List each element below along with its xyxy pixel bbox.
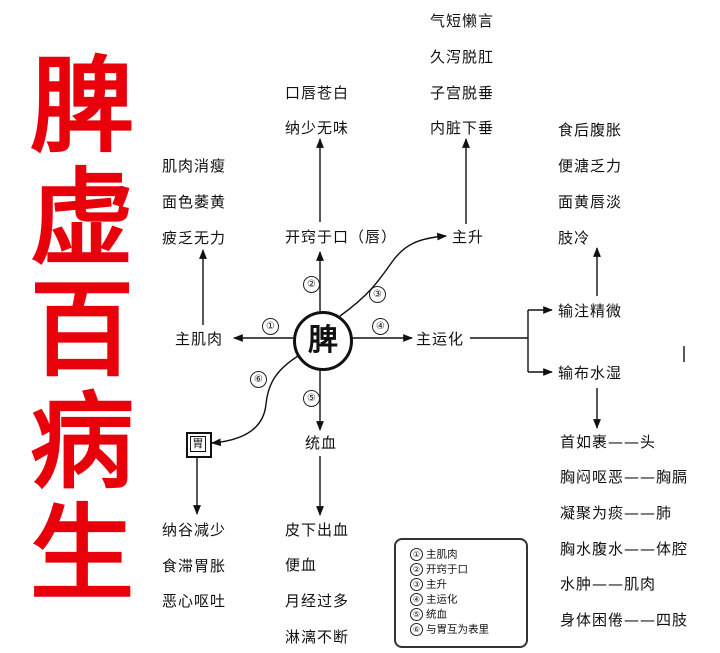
effect-shuishi-2: 胸闷呕恶——胸膈 bbox=[560, 468, 689, 486]
label-tongxue: 统血 bbox=[305, 434, 338, 452]
title-char-5: 生 bbox=[29, 493, 134, 615]
label-kaiqiao: 开窍于口（唇） bbox=[285, 228, 398, 246]
legend-num-3: ③ bbox=[410, 578, 423, 591]
title-char-1: 脾 bbox=[29, 45, 134, 167]
num-2: ② bbox=[303, 276, 320, 293]
effect-jirou-1: 肌肉消瘦 bbox=[162, 157, 227, 175]
effect-jingwei-2: 便溏乏力 bbox=[558, 157, 623, 175]
label-zhujirou: 主肌肉 bbox=[175, 330, 224, 348]
effect-jingwei-4: 肢冷 bbox=[558, 229, 591, 247]
title-char-3: 百 bbox=[29, 269, 134, 391]
effect-xue-3: 月经过多 bbox=[285, 592, 350, 610]
effect-shuishi-4: 胸水腹水——体腔 bbox=[560, 540, 689, 558]
effect-sheng-4: 内脏下垂 bbox=[430, 119, 495, 137]
num-3: ③ bbox=[369, 286, 386, 303]
num-5: ⑤ bbox=[303, 390, 320, 407]
effect-jingwei-1: 食后腹胀 bbox=[558, 121, 623, 139]
effect-xue-1: 皮下出血 bbox=[285, 521, 350, 539]
effect-sheng-1: 气短懒言 bbox=[430, 12, 495, 30]
label-shubu: 输布水湿 bbox=[558, 364, 623, 382]
effect-wei-1: 纳谷减少 bbox=[162, 521, 227, 539]
legend-num-5: ⑤ bbox=[410, 608, 423, 621]
legend-text-1: 主肌肉 bbox=[426, 548, 458, 561]
label-yunhua: 主运化 bbox=[416, 330, 465, 348]
legend-text-4: 主运化 bbox=[426, 593, 458, 606]
legend-num-6: ⑥ bbox=[410, 623, 423, 636]
legend-text-5: 统血 bbox=[426, 608, 447, 621]
num-4: ④ bbox=[372, 318, 389, 335]
title-char-4: 病 bbox=[29, 381, 134, 503]
effect-shuishi-5: 水肿——肌肉 bbox=[560, 575, 657, 593]
effect-kou-1: 口唇苍白 bbox=[285, 84, 350, 102]
spleen-node: 脾 bbox=[293, 311, 353, 371]
effect-jingwei-3: 面黄唇淡 bbox=[558, 193, 623, 211]
effect-jirou-2: 面色萎黄 bbox=[162, 193, 227, 211]
effect-xue-2: 便血 bbox=[285, 556, 318, 574]
stomach-box: 胃 bbox=[186, 432, 212, 458]
label-zhusheng: 主升 bbox=[452, 228, 485, 246]
num-1: ① bbox=[262, 318, 279, 335]
legend-text-6: 与胃互为表里 bbox=[426, 623, 489, 636]
effect-shuishi-3: 凝聚为痰——肺 bbox=[560, 504, 673, 522]
effect-xue-4: 淋漓不断 bbox=[285, 628, 350, 646]
effect-sheng-2: 久泻脱肛 bbox=[430, 48, 495, 66]
legend-num-1: ① bbox=[410, 548, 423, 561]
effect-sheng-3: 子宫脱垂 bbox=[430, 84, 495, 102]
effect-wei-2: 食滞胃胀 bbox=[162, 557, 227, 575]
effect-kou-2: 纳少无味 bbox=[285, 119, 350, 137]
legend-num-4: ④ bbox=[410, 593, 423, 606]
num-6: ⑥ bbox=[250, 371, 267, 388]
legend-text-3: 主升 bbox=[426, 578, 447, 591]
legend-text-2: 开窍于口 bbox=[426, 563, 468, 576]
label-shuzhu: 输注精微 bbox=[558, 302, 623, 320]
arrow-zhusheng bbox=[339, 232, 447, 317]
effect-wei-3: 恶心呕吐 bbox=[162, 592, 227, 610]
stomach-label: 胃 bbox=[190, 436, 206, 452]
effect-shuishi-1: 首如裹——头 bbox=[560, 433, 657, 451]
effect-shuishi-6: 身体困倦——四肢 bbox=[560, 611, 689, 629]
title-char-2: 虚 bbox=[29, 157, 134, 279]
effect-jirou-3: 疲乏无力 bbox=[162, 229, 227, 247]
arrow-wei bbox=[211, 355, 299, 447]
legend-num-2: ② bbox=[410, 563, 423, 576]
